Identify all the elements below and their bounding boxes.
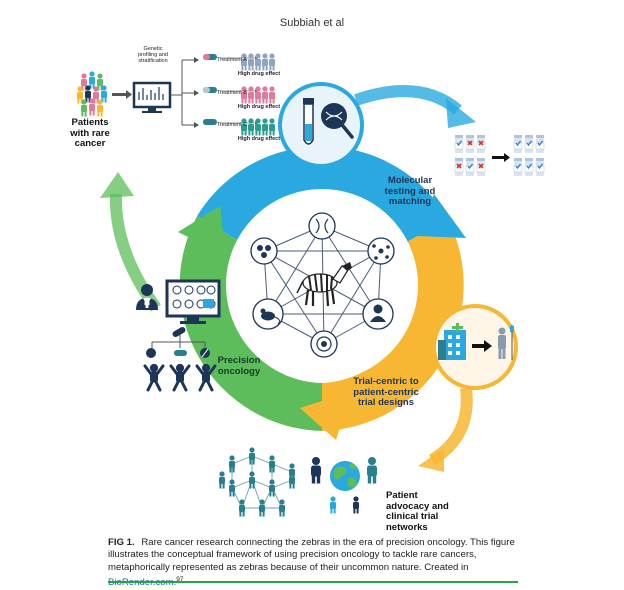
patient-silhouette-icon (370, 304, 386, 322)
patient-network (219, 447, 295, 517)
arrow-advocacy-head (418, 448, 444, 472)
mouse-icon (260, 308, 280, 325)
cheering-patients-icon (143, 362, 217, 392)
caption-reference: 97 (176, 576, 184, 584)
zebra-icon (296, 262, 352, 307)
patient-crowd-icon (77, 71, 107, 117)
treatment-c-name: Treatment C (216, 122, 248, 128)
globe-icon (330, 461, 360, 491)
ring-arrowhead-green (178, 206, 226, 256)
arrow-molecular-curve (354, 85, 462, 115)
caption-text: Rare cancer research connecting the zebr… (108, 537, 515, 573)
ring-segment-green (179, 215, 322, 431)
running-head: Subbiah et al (279, 17, 345, 29)
treatment-a-pill-icon (203, 54, 217, 60)
treatment-c-pill-icon (203, 119, 217, 125)
precision-label: Precision oncology (217, 355, 261, 377)
cell-icon (316, 336, 332, 352)
trial-label: Trial-centric to patient-centric trial d… (353, 376, 419, 408)
patients-label: Patients with rare cancer (70, 117, 110, 149)
advocacy-group (311, 457, 377, 514)
figure-number: FIG 1. (108, 537, 135, 548)
advocacy-label: Patient advocacy and clinical trial netw… (386, 490, 449, 533)
drug-vials-comparison (454, 134, 545, 177)
arrow-advocacy-curve (428, 387, 473, 466)
treatment-a-effect: High drug effect (237, 71, 281, 77)
treatment-b-pill-icon (203, 87, 217, 93)
ring-segment-orange (322, 219, 464, 431)
molecular-label: Molecular testing and matching (384, 175, 436, 207)
outer-arrows (100, 85, 476, 472)
treatment-b-name: Treatment B (216, 90, 248, 96)
doctor-icon (136, 284, 158, 310)
patients-group (77, 71, 132, 117)
drug-vials-matched-icon (513, 134, 545, 177)
right-arrow-icon (472, 340, 492, 352)
ring-arrowhead-blue (418, 194, 466, 238)
treatment-c-effect: High drug effect (237, 136, 281, 142)
node-cells (250, 237, 278, 265)
treatment-rows (203, 53, 275, 136)
hospital-icon (438, 323, 466, 360)
node-patient (362, 298, 394, 330)
treatment-b-effect: High drug effect (237, 104, 281, 110)
profiling-label: Genetic profiling and stratification (138, 46, 168, 64)
arrow-patients-head (100, 172, 134, 198)
genetic-profiling-monitor (132, 57, 199, 128)
monitor-icon (132, 81, 172, 113)
trial-design-circle (432, 304, 518, 390)
drug-vials-unmatched-icon (454, 134, 486, 177)
pills-tree-icon (146, 327, 210, 358)
arrow-molecular-head (446, 98, 476, 128)
treatment-a-name: Treatment A (217, 57, 247, 63)
node-dna (308, 212, 336, 240)
test-tube-dna-icon (303, 98, 354, 145)
clinical-screen-icon (165, 279, 221, 324)
patient-iv-icon (498, 325, 514, 360)
ring-arrowhead-orange (300, 392, 350, 440)
cycle-ring (178, 146, 466, 440)
molecular-testing-circle (278, 82, 364, 168)
zebra-network (226, 189, 418, 381)
ring-segment-blue (197, 146, 449, 243)
vials-arrow-icon (492, 153, 510, 162)
precision-oncology-icons (136, 279, 221, 392)
caption-rule (108, 581, 518, 583)
